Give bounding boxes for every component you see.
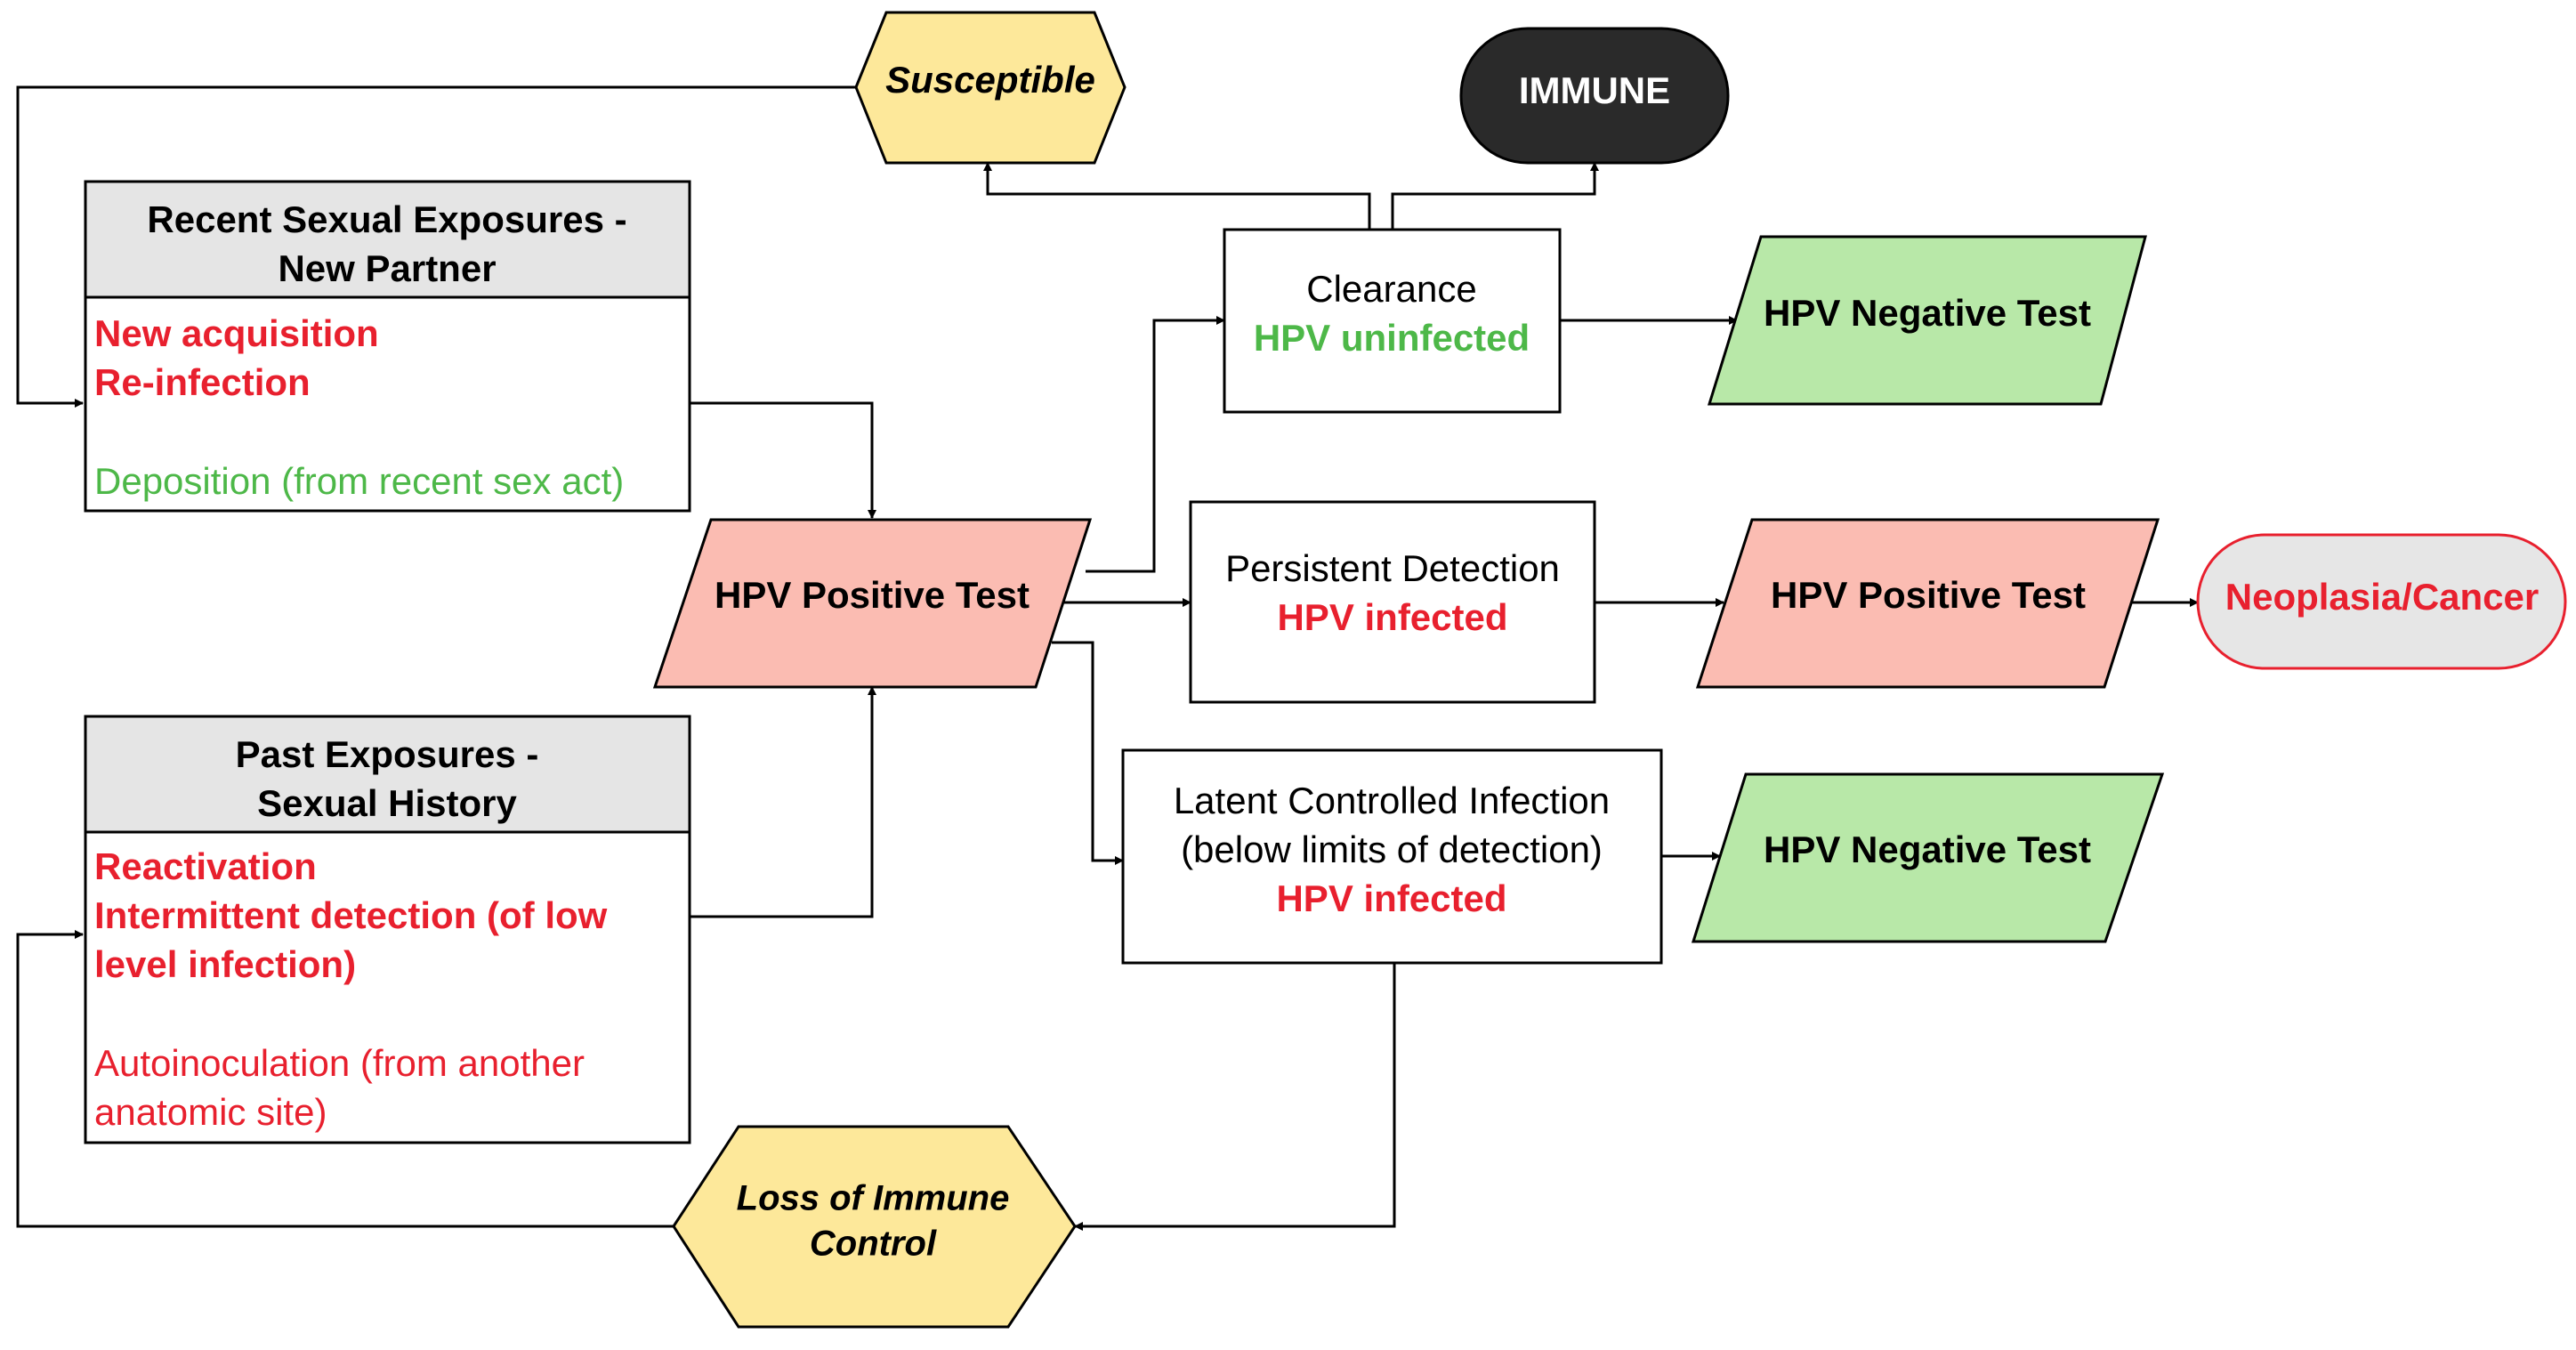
recent-exposures-title-line2: New Partner: [278, 247, 496, 289]
loss-of-immune-control-line1: Loss of Immune: [737, 1179, 1010, 1218]
past-exposures-title-line2: Sexual History: [257, 782, 517, 824]
connector-hpv-positive-to-clearance: [1086, 316, 1225, 573]
hpv-positive-test-shape: [652, 518, 1093, 689]
loss-of-immune-control-node: Loss of Immune Control: [672, 1125, 1077, 1329]
hpv-positive-test-label: HPV Positive Test: [715, 574, 1030, 616]
connector-clearance-to-susceptible: [983, 162, 1371, 230]
re-infection-text: Re-infection: [94, 361, 311, 403]
hpv-negative-test-node-2: HPV Negative Test: [1691, 772, 2165, 943]
hpv-negative-test-shape-2: [1691, 772, 2165, 943]
autoinoculation-text: Autoinoculation (from another: [94, 1042, 585, 1084]
connectors: [16, 85, 2199, 1231]
anatomic-site-text: anatomic site): [94, 1091, 327, 1133]
connector-susceptible-to-recent-exposures: [16, 85, 856, 408]
below-detection-limits-label: (below limits of detection): [1181, 829, 1603, 870]
hpv-positive-test-shape-2: [1695, 518, 2160, 689]
hpv-negative-test-node-1: HPV Negative Test: [1707, 235, 2147, 406]
recent-exposures-body: [84, 295, 691, 513]
connector-recent-exposures-to-hpv-positive: [690, 401, 876, 519]
susceptible-node: Susceptible: [854, 11, 1126, 165]
susceptible-shape: [854, 11, 1126, 165]
past-exposures-header: [84, 715, 691, 834]
connector-past-exposures-to-hpv-positive: [690, 686, 876, 918]
neoplasia-cancer-shape: [2196, 533, 2567, 670]
neoplasia-cancer-label: Neoplasia/Cancer: [2225, 576, 2540, 618]
connector-loss-of-control-to-past-exposures: [16, 930, 674, 1228]
persistent-hpv-infected-label: HPV infected: [1277, 596, 1507, 638]
latent-hpv-infected-label: HPV infected: [1276, 877, 1506, 919]
recent-exposures-box: Recent Sexual Exposures - New Partner Ne…: [84, 180, 691, 513]
low-level-infection-text: level infection): [94, 943, 356, 985]
immune-shape: [1459, 27, 1730, 165]
hpv-positive-test-node: HPV Positive Test: [652, 518, 1093, 689]
new-acquisition-text: New acquisition: [94, 312, 379, 354]
hpv-negative-test-label-2: HPV Negative Test: [1764, 829, 2091, 870]
latent-infection-node: Latent Controlled Infection (below limit…: [1121, 748, 1663, 965]
past-exposures-box: Past Exposures - Sexual History Reactiva…: [84, 715, 691, 1144]
clearance-shape: [1223, 228, 1562, 414]
immune-label: IMMUNE: [1519, 69, 1670, 111]
latent-infection-shape: [1121, 748, 1663, 965]
hpv-positive-test-node-2: HPV Positive Test: [1695, 518, 2160, 689]
recent-exposures-title-line1: Recent Sexual Exposures -: [147, 198, 626, 240]
intermittent-detection-text: Intermittent detection (of low: [94, 894, 608, 936]
reactivation-text: Reactivation: [94, 845, 317, 887]
neoplasia-cancer-node: Neoplasia/Cancer: [2196, 533, 2567, 670]
recent-exposures-header: [84, 180, 691, 299]
connector-hpv-positive-to-latent: [1052, 641, 1124, 865]
susceptible-label: Susceptible: [885, 59, 1095, 101]
immune-node: IMMUNE: [1459, 27, 1730, 165]
hpv-negative-test-shape-1: [1707, 235, 2147, 406]
past-exposures-title-line1: Past Exposures -: [236, 733, 539, 775]
latent-infection-label: Latent Controlled Infection: [1174, 780, 1610, 821]
persistent-detection-shape: [1189, 500, 1596, 704]
persistent-detection-label: Persistent Detection: [1225, 547, 1560, 589]
clearance-label: Clearance: [1306, 268, 1476, 310]
loss-of-immune-control-shape: [672, 1125, 1077, 1329]
past-exposures-body: [84, 830, 691, 1144]
hpv-positive-test-label-2: HPV Positive Test: [1771, 574, 2086, 616]
hpv-uninfected-label: HPV uninfected: [1254, 317, 1530, 359]
clearance-node: Clearance HPV uninfected: [1223, 228, 1562, 414]
connector-clearance-to-immune: [1391, 162, 1599, 230]
connector-latent-to-loss-of-control: [1074, 963, 1396, 1231]
deposition-text: Deposition (from recent sex act): [94, 460, 624, 502]
persistent-detection-node: Persistent Detection HPV infected: [1189, 500, 1596, 704]
loss-of-immune-control-line2: Control: [810, 1225, 937, 1264]
hpv-negative-test-label-1: HPV Negative Test: [1764, 292, 2091, 334]
